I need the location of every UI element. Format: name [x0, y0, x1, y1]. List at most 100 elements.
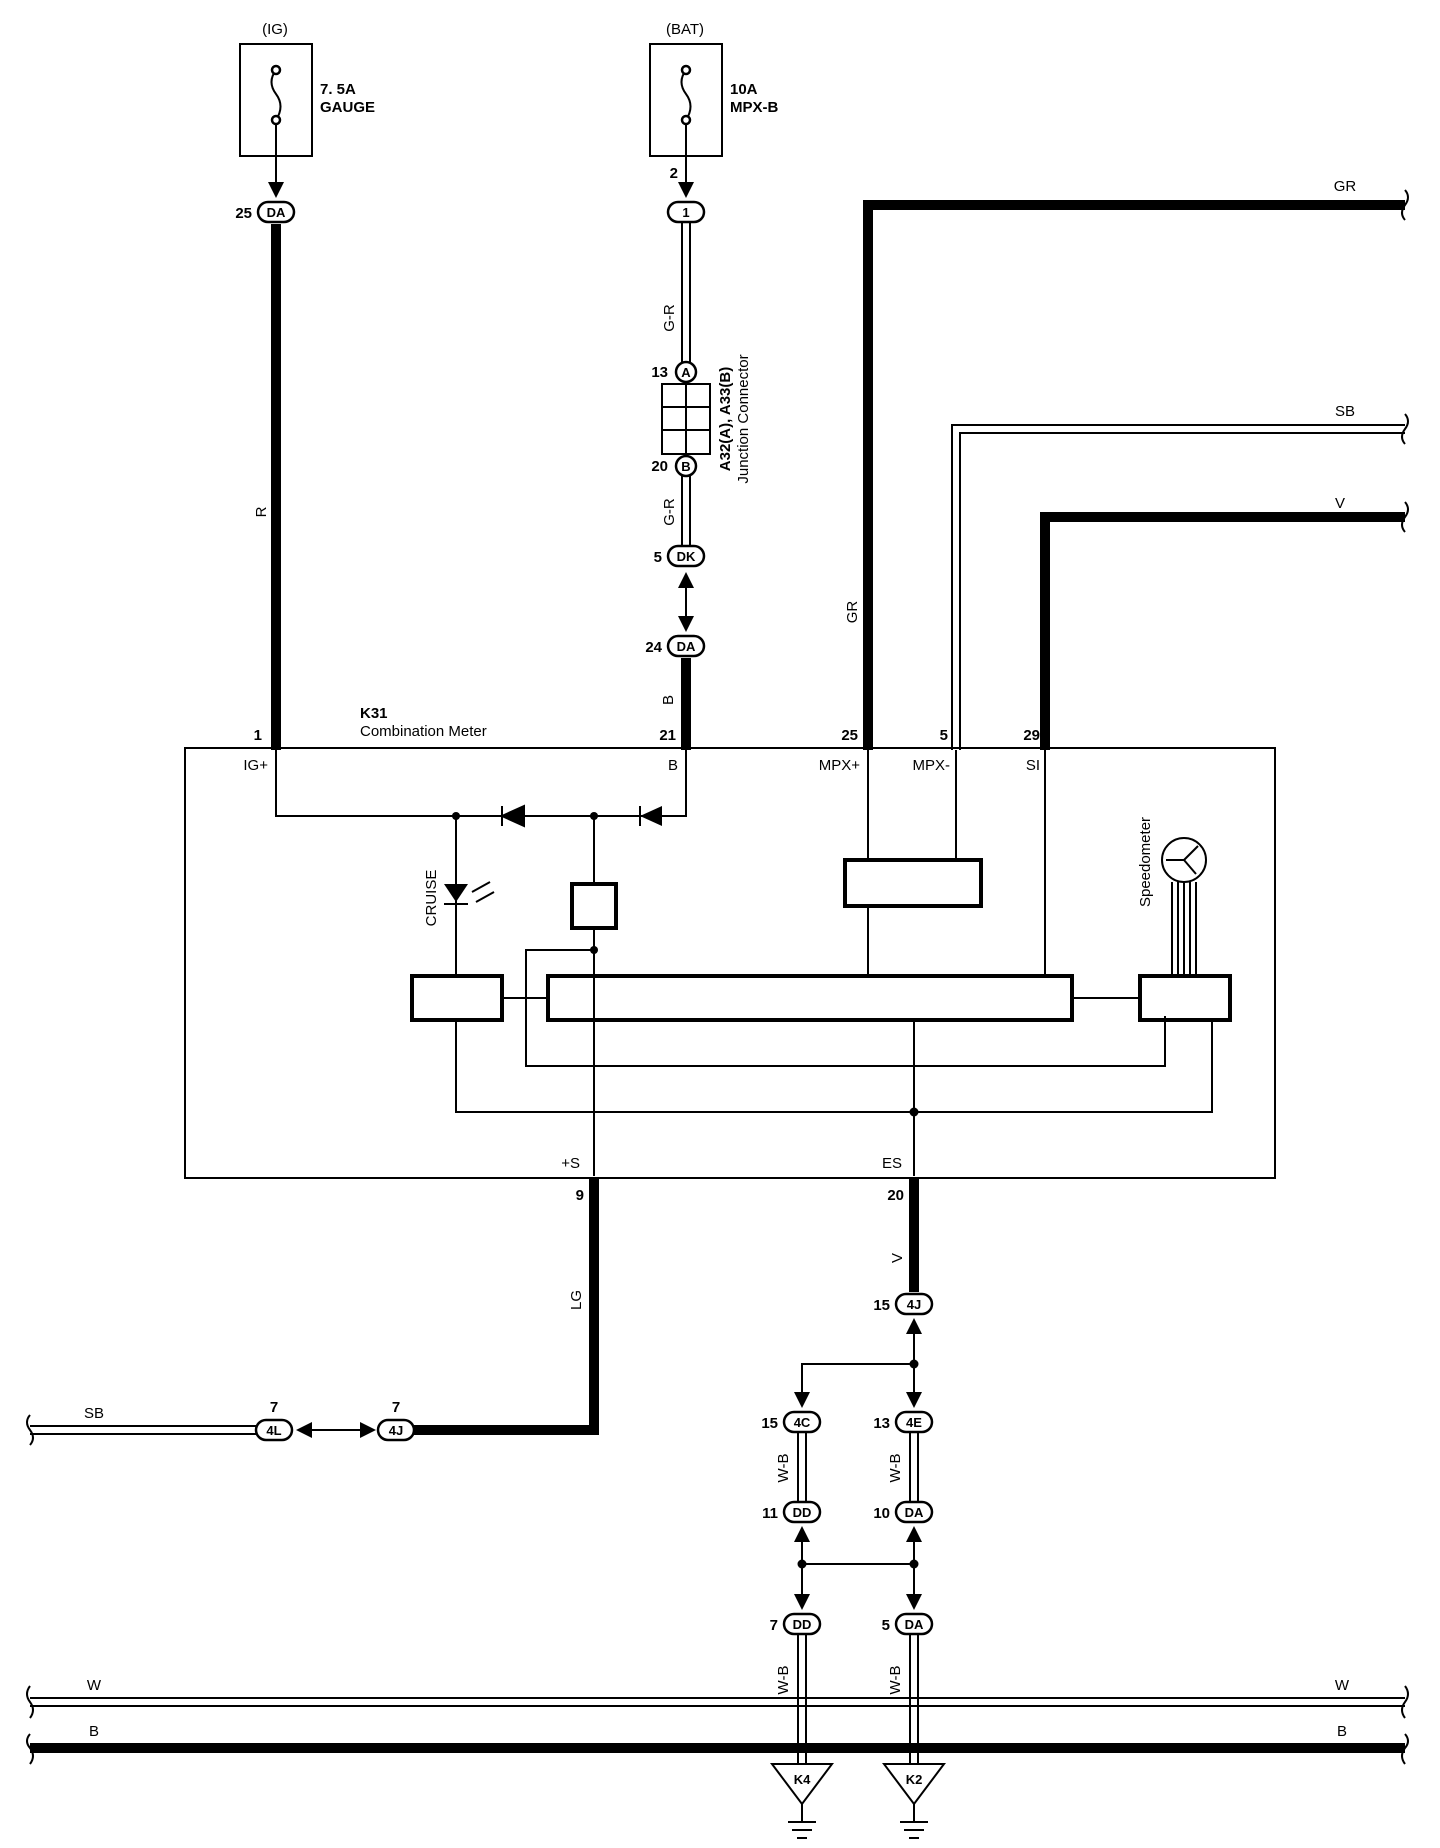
connector-dd-11: DD 11: [762, 1500, 822, 1524]
terminal-s-plus: +S: [561, 1155, 580, 1172]
wire-label-v-es: V: [889, 1253, 906, 1263]
svg-text:DK: DK: [677, 549, 696, 564]
connector-dk-5: DK 5: [654, 544, 706, 568]
fuse-gauge: (IG) 7. 5A GAUGE: [239, 21, 375, 157]
terminal-b: B: [668, 757, 678, 774]
svg-text:15: 15: [761, 1415, 778, 1432]
wire-label-gr-top: GR: [1334, 178, 1357, 195]
svg-text:DD: DD: [793, 1505, 812, 1520]
wire-label-gr-vert: GR: [844, 601, 861, 624]
speedometer-label: Speedometer: [1137, 817, 1154, 907]
wire-label-g-r-1: G-R: [661, 304, 678, 332]
svg-text:K2: K2: [906, 1772, 923, 1787]
connector-b-20: B 20: [651, 454, 698, 478]
terminal-mpx-minus: MPX-: [913, 757, 951, 774]
svg-text:5: 5: [940, 727, 948, 744]
connector-4e-13: 4E 13: [873, 1410, 934, 1434]
connector-da-10: DA 10: [873, 1500, 934, 1524]
wire-lg: 9 LG 4J 7 4L 7 SB: [26, 1178, 599, 1446]
wire-label-b-right: B: [1337, 1723, 1347, 1740]
svg-text:DA: DA: [905, 1617, 924, 1632]
cruise-label: CRUISE: [423, 870, 440, 927]
svg-text:7: 7: [770, 1617, 778, 1634]
wire-label-w-left: W: [87, 1677, 102, 1694]
wire-label-v-top: V: [1335, 495, 1345, 512]
wire-sb: SB: [951, 403, 1409, 750]
junction-id: A32(A), A33(B): [717, 367, 734, 471]
fuse-mpx-b: (BAT) 10A MPX-B: [649, 21, 779, 157]
speedometer-gauge: Speedometer: [1137, 817, 1207, 976]
fuse-mpx-rating: 10A: [730, 81, 758, 98]
svg-text:A: A: [681, 365, 691, 380]
svg-text:DA: DA: [905, 1505, 924, 1520]
svg-text:DD: DD: [793, 1617, 812, 1632]
combination-meter: K31 Combination Meter 1 21 25 5 29 IG+ B…: [184, 705, 1276, 1179]
wire-label-w-right: W: [1335, 1677, 1350, 1694]
svg-text:2: 2: [670, 165, 678, 182]
connector-1: 1: [666, 200, 706, 224]
wire-label-sb-top: SB: [1335, 403, 1355, 420]
cruise-indicator: CRUISE: [423, 870, 495, 927]
connector-dd-7: DD 7: [770, 1612, 822, 1636]
svg-text:10: 10: [873, 1505, 890, 1522]
wire-label-wb-3: W-B: [775, 1666, 792, 1695]
terminal-ig: IG+: [243, 757, 268, 774]
wire-label-b: B: [660, 695, 677, 705]
fuse-gauge-rating: 7. 5A: [320, 81, 356, 98]
meter-id: K31: [360, 705, 388, 722]
wire-label-lg: LG: [568, 1290, 585, 1310]
connector-da-24: DA 24: [645, 634, 706, 658]
wire-label-b-left: B: [89, 1723, 99, 1740]
wire-label-wb-2: W-B: [887, 1454, 904, 1483]
mpx-interface-box: [843, 858, 983, 908]
connector-4j-7: 4J 7: [376, 1399, 416, 1442]
svg-text:DA: DA: [267, 205, 286, 220]
svg-text:4J: 4J: [389, 1423, 403, 1438]
wire-label-r: R: [253, 506, 270, 517]
svg-text:13: 13: [873, 1415, 890, 1432]
ground-k2: K2: [882, 1763, 946, 1839]
terminal-si: SI: [1026, 757, 1040, 774]
terminal-es: ES: [882, 1155, 902, 1172]
svg-text:1: 1: [254, 727, 262, 744]
wire-label-sb-left: SB: [84, 1405, 104, 1422]
svg-text:4J: 4J: [907, 1297, 921, 1312]
connector-4l-7: 4L 7: [254, 1399, 294, 1442]
svg-text:4E: 4E: [906, 1415, 922, 1430]
wire-v: V: [1040, 495, 1409, 750]
svg-text:5: 5: [882, 1617, 890, 1634]
connector-a-13: A 13: [651, 360, 698, 384]
svg-text:DA: DA: [677, 639, 696, 654]
svg-text:20: 20: [887, 1187, 904, 1204]
relay-box: [570, 882, 618, 930]
wire-gr: GR GR: [844, 178, 1409, 750]
svg-text:K4: K4: [794, 1772, 811, 1787]
connector-4j-15: 4J 15: [873, 1292, 934, 1316]
svg-text:1: 1: [682, 205, 689, 220]
svg-text:13: 13: [651, 364, 668, 381]
fuse-mpx-name: MPX-B: [730, 99, 779, 116]
wire-label-wb-1: W-B: [775, 1454, 792, 1483]
wire-label-g-r-2: G-R: [661, 498, 678, 526]
svg-text:25: 25: [841, 727, 858, 744]
svg-text:21: 21: [659, 727, 676, 744]
wire-r: DA 25 R: [235, 156, 296, 750]
svg-text:29: 29: [1023, 727, 1040, 744]
svg-text:24: 24: [645, 639, 662, 656]
connector-da-5: DA 5: [882, 1612, 934, 1636]
terminal-mpx-plus: MPX+: [819, 757, 861, 774]
fuse-gauge-name: GAUGE: [320, 99, 375, 116]
svg-text:4C: 4C: [794, 1415, 811, 1430]
svg-text:20: 20: [651, 458, 668, 475]
svg-text:9: 9: [576, 1187, 584, 1204]
speedometer-driver-box: [1138, 974, 1232, 1022]
svg-text:7: 7: [270, 1399, 278, 1416]
meter-name: Combination Meter: [360, 723, 487, 740]
svg-text:11: 11: [762, 1505, 778, 1522]
fuse-gauge-source: (IG): [262, 21, 288, 38]
connector-4c-15: 4C 15: [761, 1410, 822, 1434]
svg-text:B: B: [681, 459, 690, 474]
cruise-driver-box: [410, 974, 504, 1022]
svg-text:25: 25: [235, 205, 252, 222]
